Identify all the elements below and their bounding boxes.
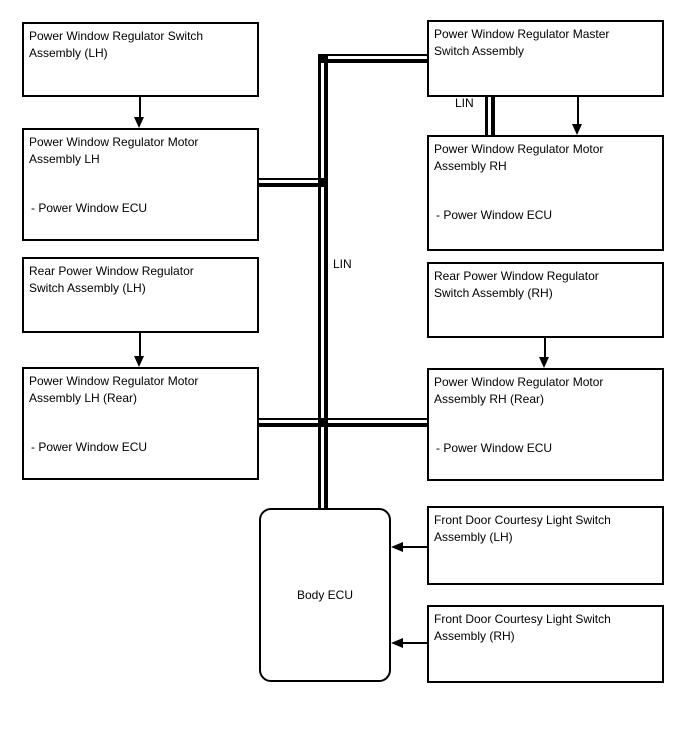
lin-bus-top-to-master bbox=[318, 54, 427, 63]
node-power-window-regulator-switch-lh: Power Window Regulator Switch Assembly (… bbox=[22, 22, 259, 97]
node-label-line: Assembly LH bbox=[29, 152, 100, 166]
arrow-head-rear-switch-rh-to-motor bbox=[539, 357, 549, 368]
node-power-window-regulator-motor-lh: Power Window Regulator Motor Assembly LH… bbox=[22, 128, 259, 241]
node-label-line: Front Door Courtesy Light Switch bbox=[434, 612, 611, 626]
lin-bus-vertical-main bbox=[318, 54, 328, 508]
lin-label-main: LIN bbox=[333, 257, 352, 271]
node-ecu-note: - Power Window ECU bbox=[31, 440, 148, 454]
node-label-line: Assembly (LH) bbox=[434, 530, 513, 544]
arrow-head-master-to-motor-rh bbox=[572, 124, 582, 135]
lin-bus-cross-joint bbox=[318, 418, 328, 427]
node-ecu-note: - Power Window ECU bbox=[31, 201, 148, 215]
node-label-line: Front Door Courtesy Light Switch bbox=[434, 513, 611, 527]
node-label-line: Switch Assembly (LH) bbox=[29, 281, 146, 295]
node-body-ecu: Body ECU bbox=[259, 508, 391, 682]
arrow-head-rear-switch-lh-to-motor bbox=[134, 356, 144, 367]
arrow-stem-switch-lh-to-motor-lh bbox=[139, 97, 141, 118]
node-rear-power-window-regulator-switch-rh: Rear Power Window Regulator Switch Assem… bbox=[427, 262, 664, 338]
node-label-line: Assembly RH bbox=[434, 159, 507, 173]
node-label-line: Rear Power Window Regulator bbox=[29, 264, 194, 278]
arrow-head-courtesy-rh-to-body-ecu bbox=[391, 638, 403, 648]
node-label-line: Power Window Regulator Motor bbox=[434, 375, 604, 389]
lin-bus-rear-cross bbox=[259, 418, 427, 427]
node-label-line: Power Window Regulator Motor bbox=[29, 135, 199, 149]
node-rear-power-window-regulator-switch-lh: Rear Power Window Regulator Switch Assem… bbox=[22, 257, 259, 333]
node-label-line: Rear Power Window Regulator bbox=[434, 269, 599, 283]
lin-bus-motor-lh-branch bbox=[259, 178, 328, 187]
node-label-line: Switch Assembly (RH) bbox=[434, 286, 553, 300]
node-power-window-regulator-motor-rh: Power Window Regulator Motor Assembly RH… bbox=[427, 135, 664, 251]
arrow-stem-rear-switch-rh-to-motor bbox=[544, 338, 546, 358]
node-label-line: Power Window Regulator Motor bbox=[29, 374, 199, 388]
arrow-stem-courtesy-rh-to-body-ecu bbox=[402, 642, 427, 644]
node-label-line: Assembly RH (Rear) bbox=[434, 392, 545, 406]
arrow-stem-master-to-motor-rh bbox=[577, 97, 579, 125]
arrow-stem-rear-switch-lh-to-motor bbox=[139, 333, 141, 357]
node-label-line: Power Window Regulator Master bbox=[434, 27, 610, 41]
node-label-line: Switch Assembly bbox=[434, 44, 525, 58]
node-label-line: Body ECU bbox=[296, 587, 354, 602]
node-label-line: Power Window Regulator Motor bbox=[434, 142, 604, 156]
lin-label-right: LIN bbox=[455, 96, 474, 110]
arrow-head-courtesy-lh-to-body-ecu bbox=[391, 542, 403, 552]
node-power-window-regulator-master-switch: Power Window Regulator Master Switch Ass… bbox=[427, 20, 664, 97]
node-power-window-regulator-motor-lh-rear: Power Window Regulator Motor Assembly LH… bbox=[22, 367, 259, 480]
node-front-door-courtesy-light-switch-rh: Front Door Courtesy Light Switch Assembl… bbox=[427, 605, 664, 683]
arrow-stem-courtesy-lh-to-body-ecu bbox=[402, 546, 427, 548]
lin-bus-corner-joint bbox=[318, 54, 328, 63]
node-front-door-courtesy-light-switch-lh: Front Door Courtesy Light Switch Assembl… bbox=[427, 506, 664, 585]
node-label-line: Assembly LH (Rear) bbox=[29, 391, 138, 405]
node-ecu-note: - Power Window ECU bbox=[436, 208, 553, 222]
node-label-line: Assembly (LH) bbox=[29, 46, 108, 60]
node-ecu-note: - Power Window ECU bbox=[436, 441, 553, 455]
lin-bus-master-to-motor-rh bbox=[485, 97, 495, 135]
node-label-line: Assembly (RH) bbox=[434, 629, 515, 643]
node-power-window-regulator-motor-rh-rear: Power Window Regulator Motor Assembly RH… bbox=[427, 368, 664, 481]
lin-bus-tee-joint bbox=[318, 178, 328, 187]
arrow-head-switch-lh-to-motor-lh bbox=[134, 117, 144, 128]
node-label-line: Power Window Regulator Switch bbox=[29, 29, 204, 43]
